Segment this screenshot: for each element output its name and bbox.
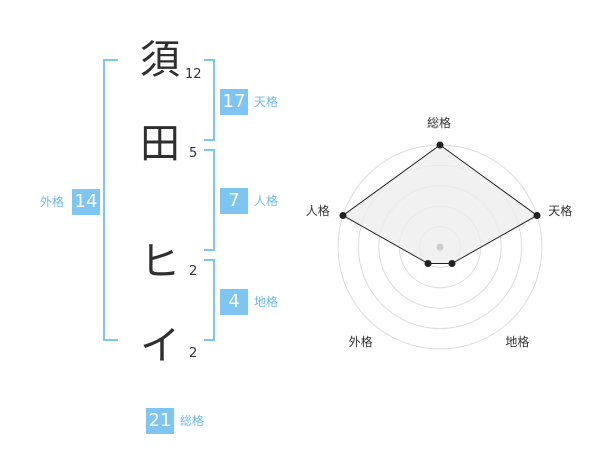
radar-axis-label-1: 総格	[427, 116, 452, 130]
tenkaku-label: 天格	[254, 95, 279, 109]
jinkaku-label: 人格	[254, 194, 279, 208]
radar-axis-label-2: 天格	[548, 203, 573, 218]
name-char-1: 須	[140, 37, 180, 83]
name-char-3: ヒ	[140, 239, 180, 285]
gaikaku-value: 14	[72, 189, 100, 215]
tenkaku-value: 17	[220, 89, 248, 115]
jinkaku-value: 7	[220, 188, 248, 214]
soukaku-value: 21	[146, 408, 174, 434]
radar-points	[339, 141, 541, 268]
stroke-count-1: 12	[185, 67, 202, 82]
radar-polygon	[342, 144, 538, 265]
soukaku-label: 総格	[180, 414, 205, 428]
radar-axis-label-3: 地格	[505, 335, 530, 350]
tenkaku-bracket	[204, 59, 215, 141]
radar-center-dot	[436, 243, 444, 251]
name-char-4: イ	[140, 323, 180, 369]
chikaku-bracket	[204, 259, 215, 341]
radar-point-5	[339, 211, 347, 219]
radar-point-4	[424, 260, 432, 268]
chikaku-value: 4	[220, 289, 248, 315]
stroke-count-2: 5	[189, 146, 198, 161]
gaikaku-bracket	[103, 59, 118, 341]
radar-axis-label-5: 人格	[305, 203, 330, 218]
name-char-2: 田	[140, 121, 180, 167]
jinkaku-bracket	[204, 149, 215, 251]
radar-point-3	[448, 260, 456, 268]
radar-point-2	[533, 211, 541, 219]
stroke-count-3: 2	[189, 264, 198, 279]
gaikaku-label: 外格	[40, 195, 65, 209]
stroke-count-4: 2	[189, 346, 198, 361]
radar-axis-label-4: 外格	[348, 335, 373, 350]
radar-point-1	[436, 141, 444, 149]
chikaku-label: 地格	[254, 295, 279, 309]
